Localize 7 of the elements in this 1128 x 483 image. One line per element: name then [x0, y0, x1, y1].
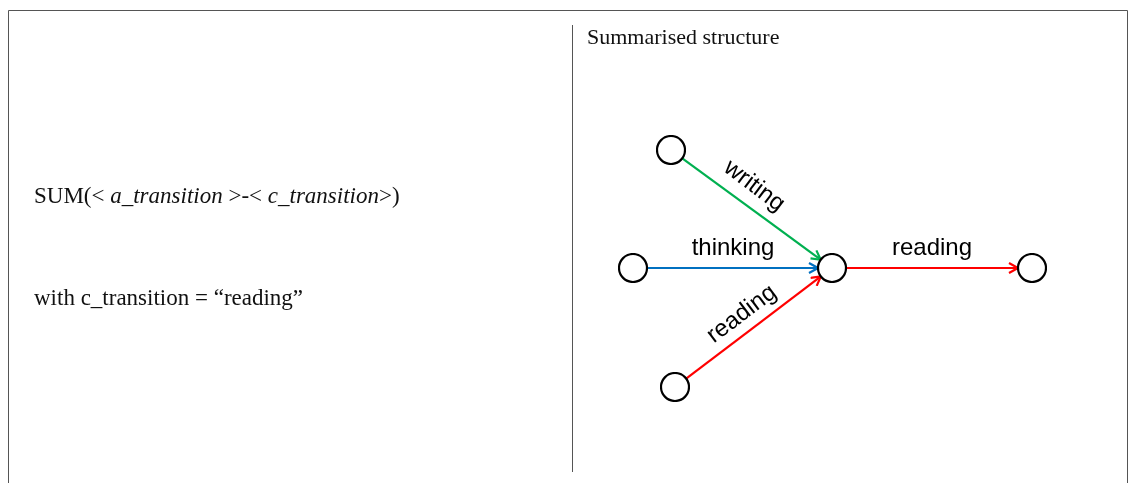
edge-label: thinking: [691, 235, 775, 259]
text-label: SUM(< a_transition >-< c_transition>): [34, 183, 400, 209]
arrow: [685, 275, 822, 380]
text-label: with c_transition = “reading”: [34, 285, 304, 311]
text-label: Summarised structure: [587, 24, 780, 50]
arrow: [681, 157, 822, 261]
edge-label: reading: [891, 235, 973, 259]
